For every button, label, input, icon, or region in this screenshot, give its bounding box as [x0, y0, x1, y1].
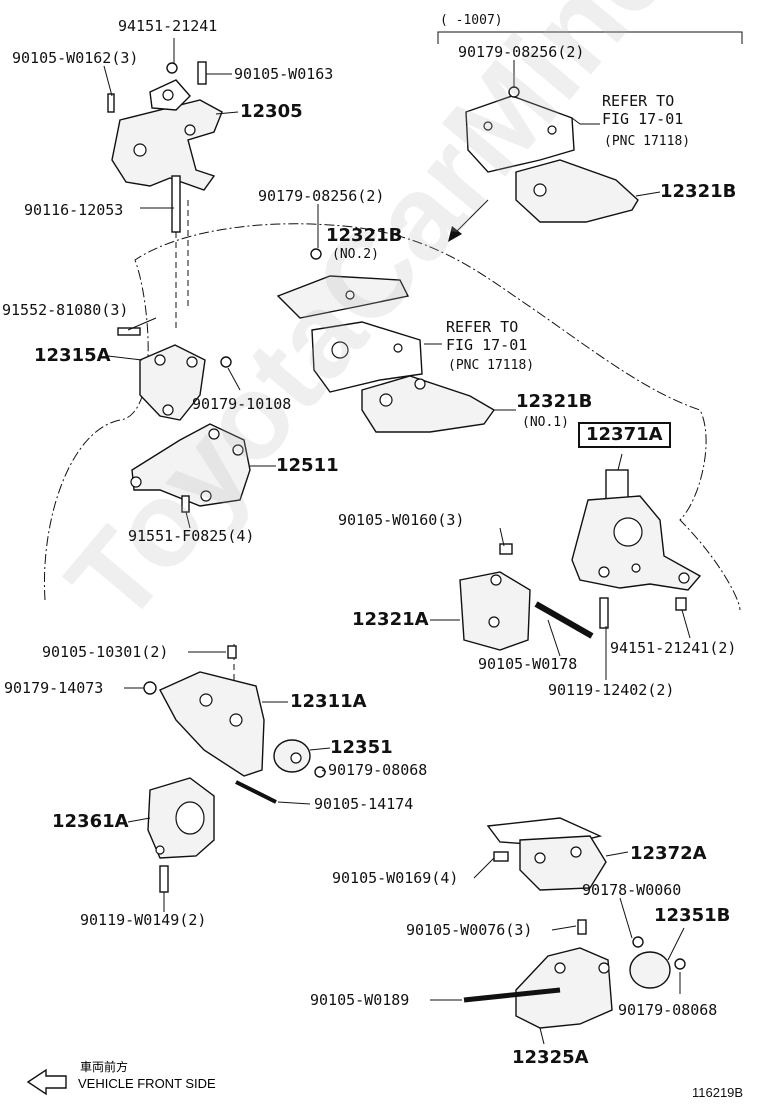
reference-mid-line2: FIG 17-01: [446, 336, 528, 354]
part-label-91552-81080: 91552-81080(3): [2, 301, 129, 319]
part-label-90105-w0163: 90105-W0163: [234, 65, 334, 83]
bushing-12351b-drawing: [629, 936, 686, 989]
part-label-12305: 12305: [240, 101, 303, 122]
part-label-12321b-upper: 12321B: [660, 181, 737, 202]
bracket-12315a-drawing: [117, 327, 232, 421]
legend-english: VEHICLE FRONT SIDE: [78, 1076, 216, 1091]
part-label-90119-12402: 90119-12402(2): [548, 681, 675, 699]
part-label-12361a: 12361A: [52, 811, 129, 832]
reference-mid-line1: REFER TO: [446, 318, 519, 336]
engine-outline: [43, 223, 741, 611]
bracket-12321b-mid-drawing: [311, 321, 423, 393]
part-label-90105-w0160: 90105-W0160(3): [338, 511, 465, 529]
part-label-12321b-no2: 12321B: [326, 225, 403, 246]
part-label-91551-f0825: 91551-F0825(4): [128, 527, 255, 545]
reference-upper-line1: REFER TO: [602, 92, 675, 110]
engine-mount-12371a-drawing: [571, 469, 702, 591]
part-label-12311a: 12311A: [290, 691, 367, 712]
part-label-90178-w0060: 90178-W0060: [582, 881, 682, 899]
part-label-12325a: 12325A: [512, 1047, 589, 1068]
bracket-12311a-drawing: [143, 645, 277, 804]
part-label-90179-08068-mid: 90179-08068: [328, 761, 428, 779]
part-label-90179-08256-mid: 90179-08256(2): [258, 187, 385, 205]
leader-lines: [103, 38, 691, 1045]
part-label-90105-w0178: 90105-W0178: [478, 655, 578, 673]
part-label-no2: (NO.2): [332, 247, 379, 262]
part-label-12511: 12511: [276, 455, 339, 476]
part-label-90105-10301: 90105-10301(2): [42, 643, 169, 661]
reference-upper-line2: FIG 17-01: [602, 110, 684, 128]
assembly-direction-arrow: [448, 199, 489, 242]
part-label-90105-14174: 90105-14174: [314, 795, 414, 813]
part-label-90105-w0189: 90105-W0189: [310, 991, 410, 1009]
part-label-12351b: 12351B: [654, 905, 731, 926]
part-label-12371a-highlighted: 12371A: [578, 422, 671, 448]
part-label-94151-21241-2: 94151-21241(2): [610, 639, 737, 657]
part-label-90119-w0149: 90119-W0149(2): [80, 911, 207, 929]
part-label-90105-w0162: 90105-W0162(3): [12, 49, 139, 67]
part-label-90116-12053: 90116-12053: [24, 201, 124, 219]
part-label-12315a: 12315A: [34, 345, 111, 366]
bracket-12321b-upper-drawing: [465, 86, 639, 223]
vehicle-front-arrow: [26, 1068, 67, 1096]
bracket-12325a-drawing: [463, 919, 613, 1029]
part-label-90179-08068-lower: 90179-08068: [618, 1001, 718, 1019]
part-label-12372a: 12372A: [630, 843, 707, 864]
part-label-12321a: 12321A: [352, 609, 429, 630]
figure-id: 116219B: [692, 1085, 744, 1100]
engine-mount-12305-drawing: [107, 61, 223, 233]
part-label-no1: (NO.1): [522, 415, 569, 430]
part-label-90179-10108: 90179-10108: [192, 395, 292, 413]
bracket-12511-drawing: [130, 423, 251, 513]
part-label-90105-w0076: 90105-W0076(3): [406, 921, 533, 939]
bushing-12351-drawing: [273, 739, 326, 778]
reference-mid-line3: (PNC 17118): [448, 358, 535, 373]
bracket-12321b-no2-drawing: [276, 248, 410, 319]
bracket-12321b-no1-drawing: [361, 375, 496, 433]
legend-japanese: 車両前方: [80, 1060, 129, 1074]
date-range-bracket: [437, 31, 743, 44]
date-range-label: ( -1007): [440, 13, 503, 28]
engine-mount-12361a-drawing: [147, 777, 215, 893]
part-label-90179-08256-upper: 90179-08256(2): [458, 43, 585, 61]
reference-upper-line3: (PNC 17118): [604, 134, 691, 149]
bracket-12321a-drawing: [459, 543, 687, 651]
bracket-12372a-drawing: [486, 817, 607, 891]
part-label-90179-14073: 90179-14073: [4, 679, 104, 697]
part-label-94151-21241: 94151-21241: [118, 17, 218, 35]
part-label-12351: 12351: [330, 737, 393, 758]
part-label-90105-w0169: 90105-W0169(4): [332, 869, 459, 887]
part-label-12321b-no1: 12321B: [516, 391, 593, 412]
